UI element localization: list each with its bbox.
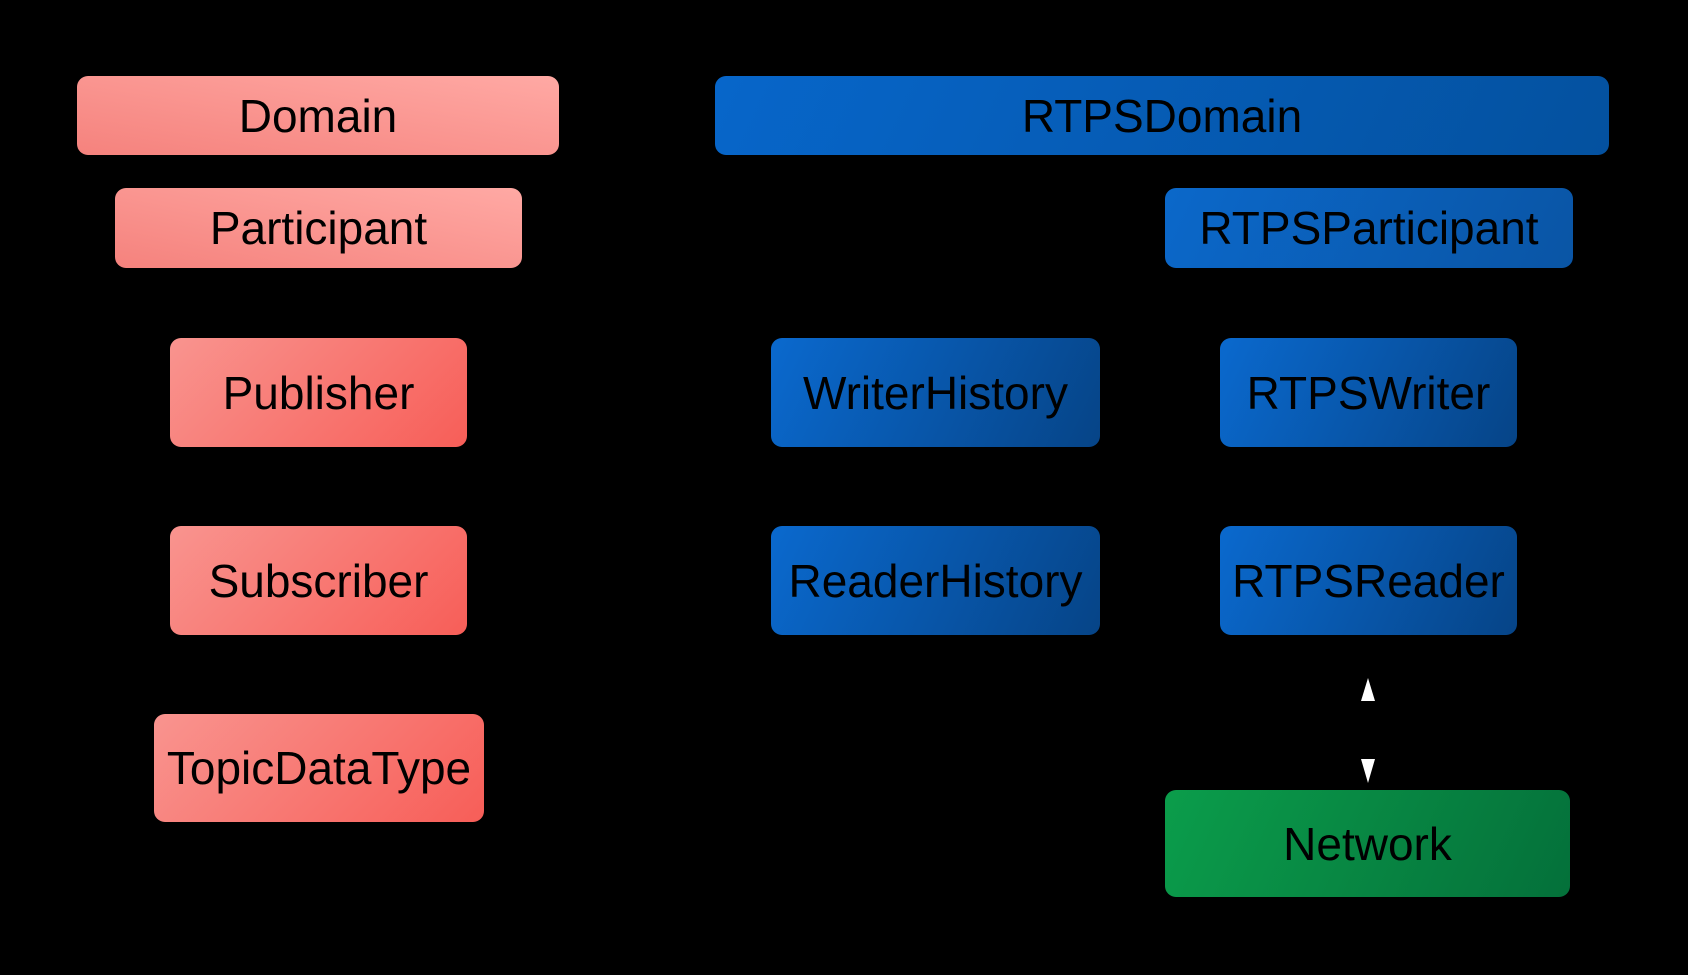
- participant-box: Participant: [115, 188, 522, 268]
- domain-label: Domain: [238, 89, 398, 142]
- down-arrowhead-icon: [1361, 759, 1375, 783]
- topic-data-type-label: TopicDataType: [166, 742, 472, 794]
- rtps-writer-label: RTPSWriter: [1246, 366, 1491, 419]
- writer-history-label: WriterHistory: [803, 366, 1068, 419]
- publisher-label: Publisher: [222, 366, 415, 419]
- participant-label: Participant: [209, 202, 428, 254]
- topic-data-type-box: TopicDataType: [154, 714, 484, 822]
- rtps-reader-label: RTPSReader: [1232, 554, 1505, 607]
- network-box: Network: [1165, 790, 1570, 897]
- subscriber-label: Subscriber: [208, 554, 429, 607]
- rtps-reader-box: RTPSReader: [1220, 526, 1517, 635]
- rtps-participant-label: RTPSParticipant: [1199, 202, 1539, 254]
- publisher-box: Publisher: [170, 338, 467, 447]
- reader-history-box: ReaderHistory: [771, 526, 1100, 635]
- writer-history-box: WriterHistory: [771, 338, 1100, 447]
- domain-box: Domain: [77, 76, 559, 155]
- rtps-domain-box: RTPSDomain: [715, 76, 1609, 155]
- subscriber-box: Subscriber: [170, 526, 467, 635]
- rtps-writer-box: RTPSWriter: [1220, 338, 1517, 447]
- rtps-domain-label: RTPSDomain: [1021, 89, 1303, 142]
- network-label: Network: [1283, 817, 1452, 870]
- rtps-participant-box: RTPSParticipant: [1165, 188, 1573, 268]
- up-arrowhead-icon: [1361, 678, 1375, 701]
- reader-history-label: ReaderHistory: [788, 554, 1083, 607]
